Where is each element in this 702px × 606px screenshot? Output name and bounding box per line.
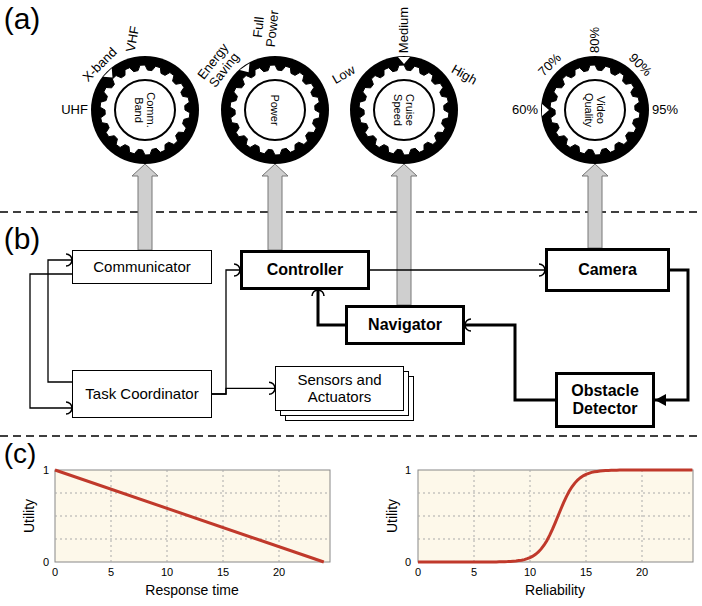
- knob-title: Video Quality: [583, 86, 607, 134]
- grid: [55, 470, 330, 562]
- knob-pointer: [240, 63, 250, 72]
- axis-title: Response time: [145, 583, 238, 598]
- data-flow: [465, 325, 555, 400]
- component-name: Obstacle Detector: [566, 382, 644, 419]
- knob-ring: [350, 56, 458, 164]
- control-knob: Cruise Speed: [350, 56, 458, 164]
- component-box: Camera: [545, 248, 670, 292]
- tick-label: 10: [524, 566, 536, 578]
- setting-arrow: [262, 164, 288, 250]
- knob-cap: [374, 80, 434, 140]
- knob-cap: [245, 80, 305, 140]
- knob-title: Power: [269, 86, 281, 134]
- component-name: Sensors and Actuators: [284, 371, 395, 406]
- component-name: Controller: [267, 261, 343, 279]
- axis-title: Reliability: [525, 583, 585, 598]
- tick-label: 0: [415, 566, 421, 578]
- component-box: Navigator: [345, 305, 465, 345]
- setting-arrow: [391, 164, 417, 305]
- utility-curve: [418, 470, 692, 562]
- knob-gear: [100, 65, 190, 155]
- tick-label: 0: [43, 556, 49, 568]
- component-name: Task Coordinator: [85, 385, 198, 402]
- tick-label: 0: [52, 566, 58, 578]
- tick-label: 0: [405, 556, 411, 568]
- control-knob: Video Quality: [541, 56, 649, 164]
- tick-label: 20: [273, 566, 285, 578]
- panel-label: (b): [4, 222, 41, 255]
- plot-area: [418, 470, 693, 562]
- plot-area: [55, 470, 330, 562]
- knob-setting: UHF: [61, 103, 88, 117]
- component-box: Obstacle Detector: [555, 372, 655, 428]
- knob-cap: [565, 80, 625, 140]
- tick-label: 15: [217, 566, 229, 578]
- knob-title: Comm. Band: [133, 86, 157, 134]
- reliability-plot: [418, 470, 693, 562]
- knob-pointer: [542, 104, 549, 116]
- interface-link: [48, 260, 72, 382]
- knob-setting: High: [449, 62, 479, 88]
- data-flow: [318, 290, 345, 325]
- interface-link: [212, 270, 240, 394]
- tick-label: 10: [161, 566, 173, 578]
- knob-setting: Low: [330, 63, 358, 87]
- component-name: Navigator: [368, 316, 442, 334]
- knob-setting: VHF: [123, 25, 142, 53]
- knob-cap: [115, 80, 175, 140]
- response-time-plot: [55, 470, 330, 562]
- knob-title: Cruise Speed: [392, 86, 416, 134]
- knob-setting: 60%: [512, 103, 538, 117]
- knob-ring: [221, 56, 329, 164]
- axis-title: Utility: [22, 499, 37, 533]
- tick-label: 1: [43, 464, 49, 476]
- interface-link: [212, 388, 275, 394]
- knob-gear: [230, 65, 320, 155]
- control-knob: Power: [221, 56, 329, 164]
- panel-label: (a): [4, 2, 41, 35]
- control-knob: Comm. Band: [91, 56, 199, 164]
- tick-label: 5: [471, 566, 477, 578]
- knob-gear: [359, 65, 449, 155]
- utility-curve: [55, 470, 324, 562]
- component-box: Controller: [240, 250, 370, 290]
- component-name: Communicator: [93, 258, 191, 275]
- interface-link: [30, 274, 72, 408]
- knob-pointer: [398, 57, 410, 64]
- tick-label: 5: [108, 566, 114, 578]
- knob-setting: Medium: [397, 7, 411, 53]
- component-box: Communicator: [72, 250, 212, 284]
- knob-gear: [550, 65, 640, 155]
- setting-arrow: [582, 164, 608, 248]
- knob-setting: Full Power: [250, 4, 283, 53]
- tick-label: 15: [580, 566, 592, 578]
- knob-ring: [91, 56, 199, 164]
- axis-title: Utility: [385, 499, 400, 533]
- grid: [418, 470, 693, 562]
- component-stack: Sensors and Actuators: [275, 366, 404, 411]
- component-name: Camera: [578, 261, 637, 279]
- panel-label: (c): [4, 439, 37, 470]
- setting-arrow: [132, 164, 158, 250]
- knob-setting: 80%: [588, 27, 602, 53]
- section-divider: [0, 435, 702, 437]
- knob-setting: 95%: [652, 103, 678, 117]
- component-box: Task Coordinator: [72, 370, 212, 418]
- tick-label: 20: [636, 566, 648, 578]
- tick-label: 1: [405, 464, 411, 476]
- interface-link: [370, 269, 545, 270]
- knob-ring: [541, 56, 649, 164]
